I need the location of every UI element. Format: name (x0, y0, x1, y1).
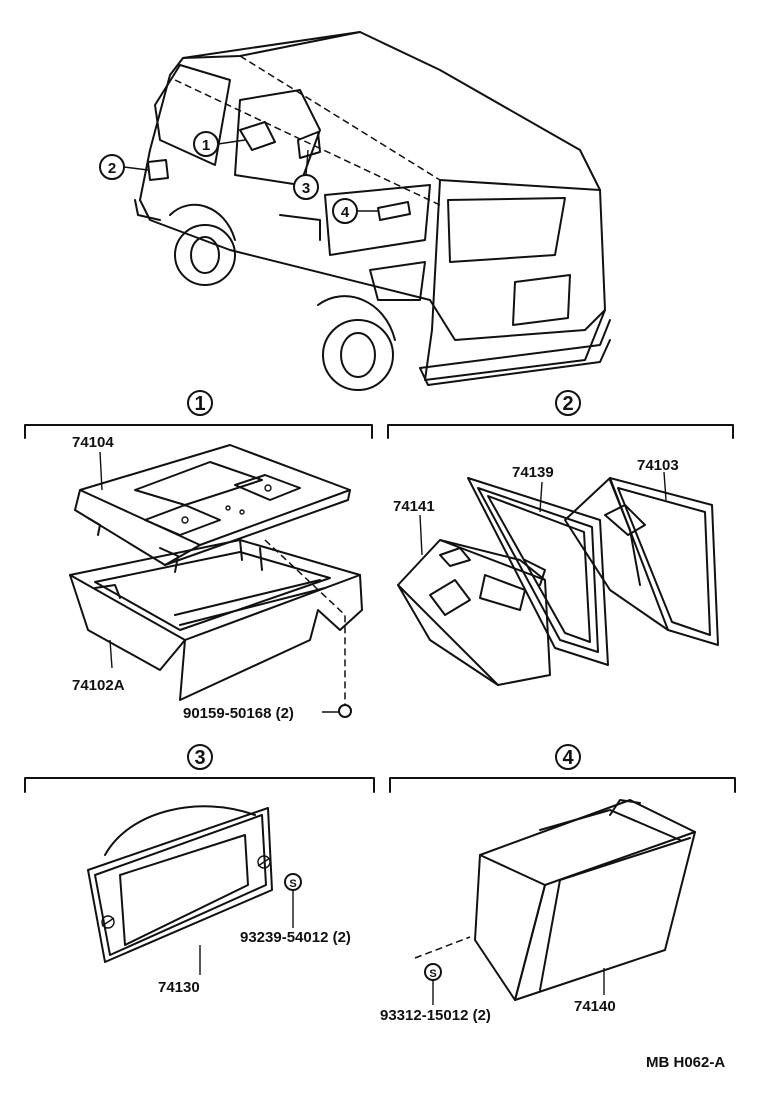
tray-lid-drawing (74, 444, 351, 573)
part-74141: 74141 (393, 498, 435, 515)
lamp-74130-drawing (87, 805, 273, 963)
part-74130: 74130 (158, 979, 200, 996)
svg-text:1: 1 (202, 137, 210, 154)
svg-text:S: S (429, 968, 436, 980)
part-74103: 74103 (637, 457, 679, 474)
tray-base-drawing (69, 539, 363, 701)
diagram-code: MB H062-A (646, 1054, 725, 1071)
part-74102A: 74102A (72, 677, 125, 694)
tray-screw-drawing (264, 539, 352, 718)
section-2-bracket (387, 424, 734, 439)
section-3-number: 3 (194, 747, 205, 769)
svg-text:2: 2 (108, 160, 116, 177)
section-3: 3 S 74130 93239-54012 (2) (24, 744, 375, 996)
bezel-74141-drawing (397, 539, 551, 686)
part-74139: 74139 (512, 464, 554, 481)
section-1-marker (187, 390, 213, 416)
vehicle-callout-3: 3 (293, 174, 319, 200)
section-4-marker (555, 744, 581, 770)
part-93239-54012: 93239-54012 (2) (240, 929, 351, 946)
section-4: 4 S 74140 93312-15012 (2) (380, 744, 736, 1024)
section-3-bracket (24, 777, 375, 793)
part-90159-50168: 90159-50168 (2) (183, 705, 294, 722)
section-1-bracket (24, 424, 373, 439)
lamp-74140-drawing (474, 799, 696, 1001)
svg-text:S: S (289, 878, 296, 890)
svg-text:3: 3 (302, 180, 310, 197)
section-3-marker (187, 744, 213, 770)
screw-s-4: S (414, 936, 471, 1005)
box-74103-drawing (564, 477, 719, 646)
section-1: 1 (24, 390, 373, 722)
vehicle-callout-4: 4 (332, 198, 358, 224)
part-74140: 74140 (574, 998, 616, 1015)
part-74104: 74104 (72, 434, 114, 451)
van-illustration (123, 31, 611, 391)
section-2-marker (555, 390, 581, 416)
section-4-bracket (389, 777, 736, 793)
svg-text:4: 4 (341, 204, 350, 221)
vehicle-callout-2: 2 (99, 154, 125, 180)
part-93312-15012: 93312-15012 (2) (380, 1007, 491, 1024)
section-4-number: 4 (562, 747, 574, 769)
section-2-number: 2 (562, 393, 573, 415)
section-1-number: 1 (194, 393, 205, 415)
vehicle-callout-1: 1 (193, 131, 219, 157)
screw-s-3: S (284, 873, 302, 928)
gasket-74139-drawing (467, 477, 609, 666)
section-2: 2 74139 74103 7414 (387, 390, 734, 686)
